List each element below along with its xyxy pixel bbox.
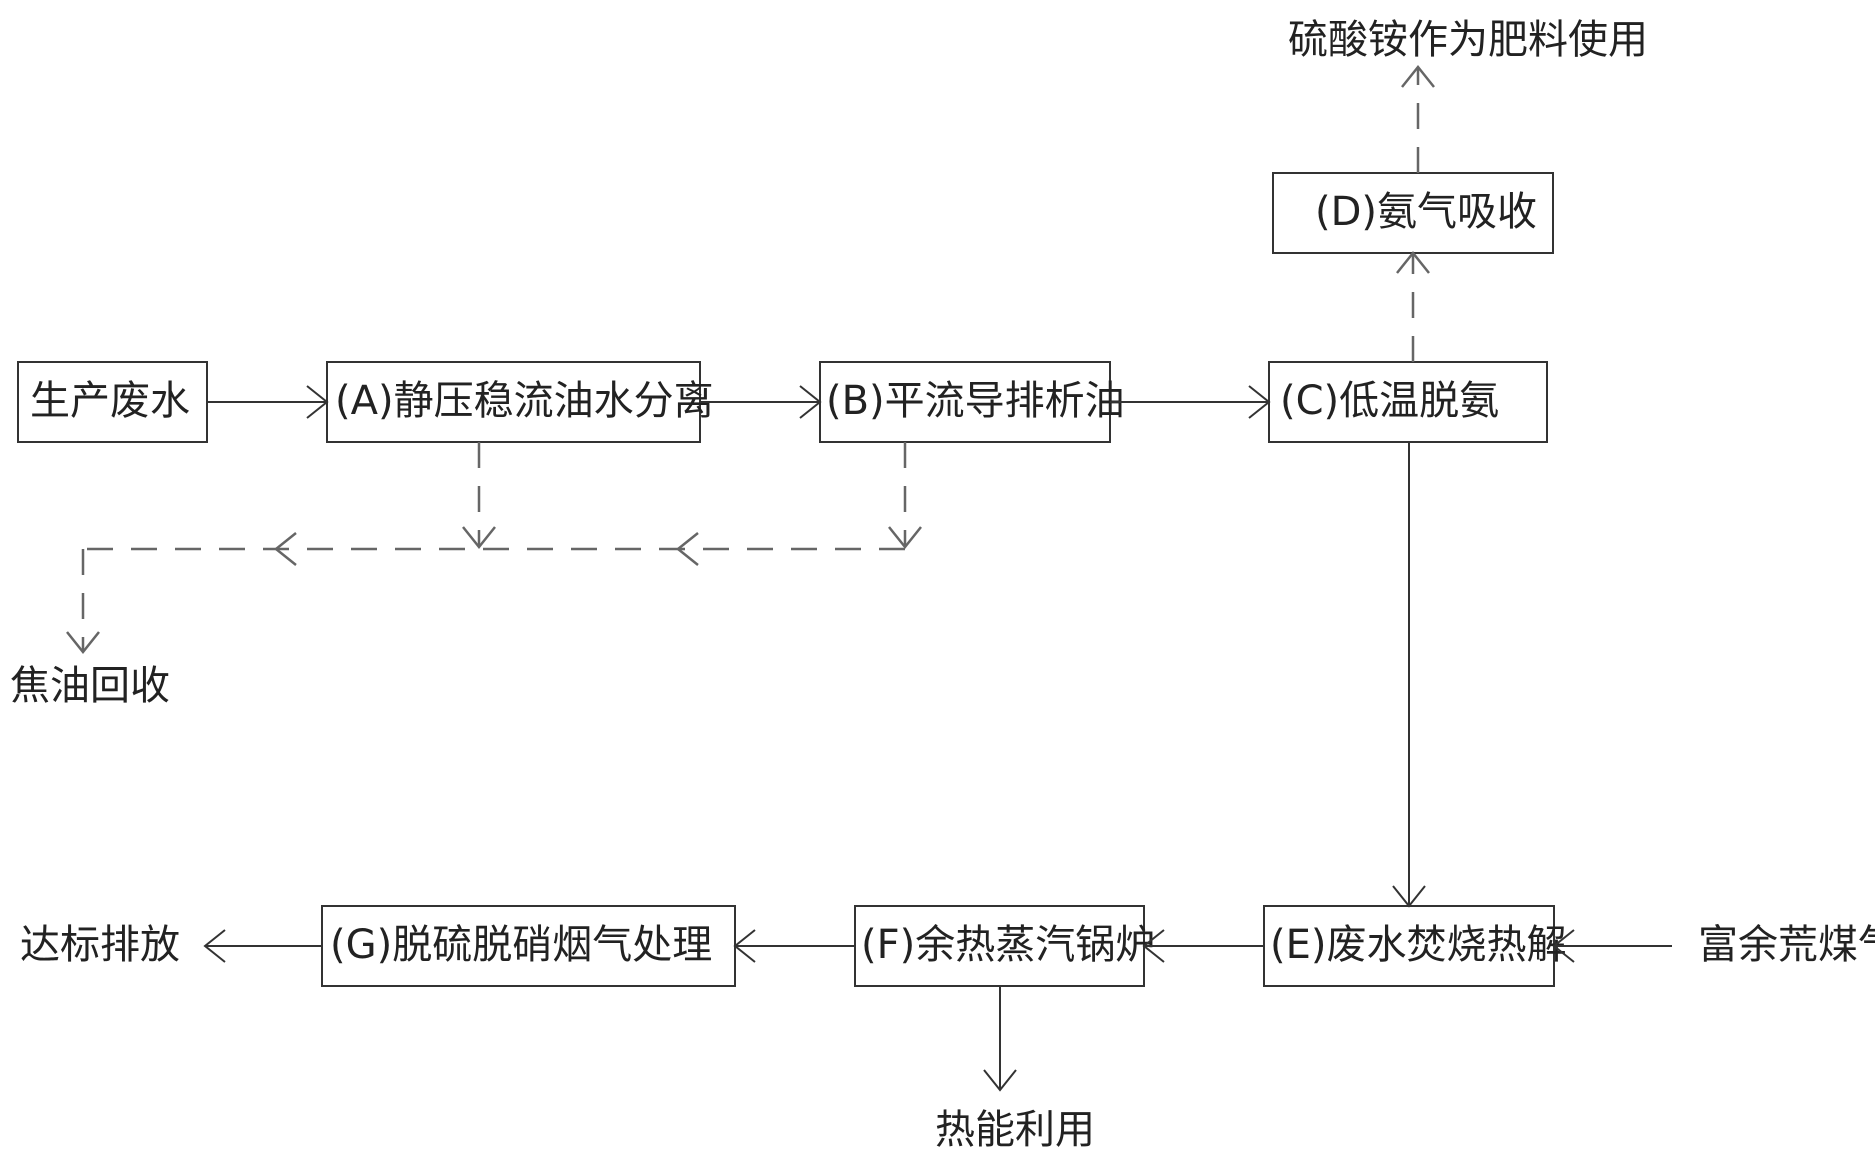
- label-e: (E)废水焚烧热解: [1270, 922, 1566, 968]
- dashed-drop-a: [462, 442, 496, 550]
- label-f: (F)余热蒸汽锅炉: [861, 922, 1155, 968]
- box-c: (C)低温脱氨: [1268, 361, 1548, 443]
- label-tar-recovery: 焦油回收: [10, 663, 170, 709]
- arrow-gas-to-e: [1552, 929, 1672, 963]
- label-surplus-gas: 富余荒煤气: [1698, 922, 1875, 968]
- arrow-input-to-a: [207, 385, 329, 419]
- label-heat-use: 热能利用: [935, 1107, 1095, 1153]
- dashed-arrow-to-tar-recovery: [66, 549, 100, 655]
- label-discharge: 达标排放: [20, 922, 180, 968]
- box-f: (F)余热蒸汽锅炉: [854, 905, 1155, 987]
- arrow-a-to-b: [700, 385, 822, 419]
- arrow-g-to-discharge: [203, 929, 322, 963]
- arrow-f-to-heat: [983, 986, 1017, 1092]
- box-d: (D)氨气吸收: [1272, 172, 1554, 254]
- box-a: (A)静压稳流油水分离: [326, 361, 714, 443]
- dashed-drop-b: [888, 442, 922, 550]
- label-d: (D)氨气吸收: [1315, 189, 1537, 235]
- arrow-c-to-e: [1392, 442, 1426, 908]
- label-ammonium-sulfate: 硫酸铵作为肥料使用: [1288, 17, 1648, 63]
- label-b: (B)平流导排析油: [826, 378, 1125, 424]
- arrow-e-to-f: [1142, 929, 1264, 963]
- label-c: (C)低温脱氨: [1280, 378, 1499, 424]
- dashed-arrow-d-to-ammonium-sulfate: [1401, 64, 1435, 173]
- label-a: (A)静压稳流油水分离: [335, 378, 714, 424]
- arrow-b-to-c: [1110, 385, 1271, 419]
- label-input: 生产废水: [30, 378, 190, 424]
- dashed-arrow-c-to-d: [1396, 250, 1430, 362]
- box-b: (B)平流导排析油: [819, 361, 1125, 443]
- box-input: 生产废水: [17, 361, 208, 443]
- box-g: (G)脱硫脱硝烟气处理: [321, 905, 736, 987]
- label-g: (G)脱硫脱硝烟气处理: [330, 922, 712, 968]
- dashed-collector-line: [83, 532, 905, 566]
- box-e: (E)废水焚烧热解: [1263, 905, 1566, 987]
- arrow-f-to-g: [733, 929, 855, 963]
